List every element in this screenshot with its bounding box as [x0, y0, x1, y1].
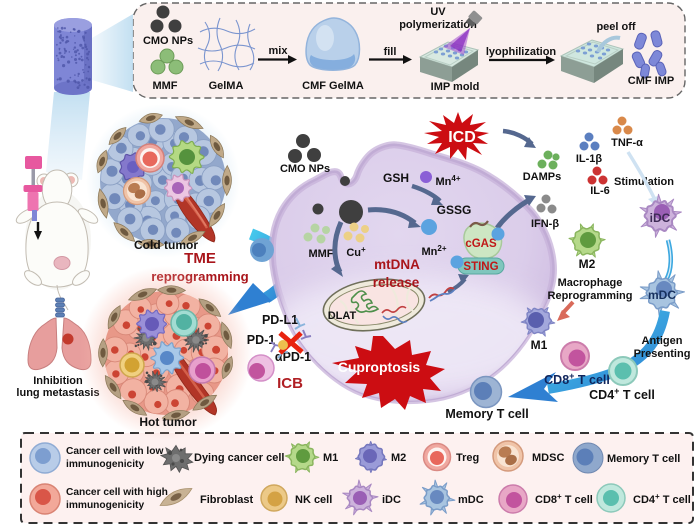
- svg-text:CD4+ T cell: CD4+ T cell: [633, 492, 691, 507]
- svg-text:CMO NPs: CMO NPs: [143, 35, 193, 47]
- svg-text:CMO NPs: CMO NPs: [280, 163, 330, 175]
- svg-text:Cuproptosis: Cuproptosis: [338, 359, 421, 375]
- svg-text:mtDNA: mtDNA: [374, 257, 420, 272]
- svg-text:Treg: Treg: [456, 452, 479, 464]
- svg-text:PD-1: PD-1: [247, 333, 276, 347]
- svg-text:polymerization: polymerization: [399, 19, 477, 31]
- svg-text:iDC: iDC: [650, 211, 671, 225]
- svg-text:IFN-β: IFN-β: [531, 218, 559, 230]
- svg-text:STING: STING: [463, 261, 498, 273]
- svg-text:PD-L1: PD-L1: [262, 313, 298, 327]
- svg-text:IL-6: IL-6: [590, 185, 610, 197]
- svg-text:CMF IMP: CMF IMP: [628, 75, 674, 87]
- svg-text:lyophilization: lyophilization: [486, 46, 557, 58]
- svg-text:M1: M1: [531, 338, 548, 352]
- svg-text:lung metastasis: lung metastasis: [16, 387, 99, 399]
- svg-text:Cancer cell with high: Cancer cell with high: [66, 487, 168, 498]
- svg-text:TME: TME: [184, 250, 216, 267]
- svg-text:αPD-1: αPD-1: [275, 350, 311, 364]
- svg-text:mDC: mDC: [648, 288, 676, 302]
- svg-text:Dying cancer cell: Dying cancer cell: [194, 452, 285, 464]
- svg-text:Cold tumor: Cold tumor: [134, 238, 198, 252]
- svg-text:ICD: ICD: [448, 129, 476, 146]
- svg-text:Reprogramming: Reprogramming: [548, 290, 633, 302]
- svg-text:fill: fill: [384, 46, 397, 58]
- svg-text:Hot tumor: Hot tumor: [139, 415, 197, 429]
- svg-text:cGAS: cGAS: [465, 238, 497, 250]
- svg-text:mix: mix: [269, 45, 289, 57]
- svg-text:iDC: iDC: [382, 494, 401, 506]
- svg-text:GSSG: GSSG: [437, 203, 472, 217]
- svg-text:CD4+ T cell: CD4+ T cell: [589, 386, 655, 402]
- svg-text:M1: M1: [323, 452, 338, 464]
- svg-text:Macrophage: Macrophage: [558, 277, 623, 289]
- svg-text:Memory T cell: Memory T cell: [445, 407, 528, 421]
- svg-text:DAMPs: DAMPs: [523, 171, 562, 183]
- svg-text:M2: M2: [579, 257, 596, 271]
- svg-text:release: release: [373, 275, 420, 290]
- svg-text:NK cell: NK cell: [295, 494, 332, 506]
- svg-text:Cancer cell with low: Cancer cell with low: [66, 446, 163, 457]
- svg-text:Fibroblast: Fibroblast: [200, 494, 254, 506]
- svg-text:DLAT: DLAT: [328, 310, 357, 322]
- svg-text:Memory T cell: Memory T cell: [607, 453, 680, 465]
- svg-text:ICB: ICB: [277, 375, 303, 392]
- svg-text:CD8+ T cell: CD8+ T cell: [535, 492, 593, 507]
- svg-text:TNF-α: TNF-α: [611, 137, 643, 149]
- svg-text:M2: M2: [391, 452, 406, 464]
- svg-text:CMF GelMA: CMF GelMA: [302, 80, 364, 92]
- svg-text:UV: UV: [430, 6, 446, 18]
- svg-text:CD8+ T cell: CD8+ T cell: [544, 371, 610, 387]
- svg-text:GSH: GSH: [383, 171, 409, 185]
- svg-text:MMF: MMF: [152, 80, 177, 92]
- svg-text:Presenting: Presenting: [634, 348, 691, 360]
- svg-text:GelMA: GelMA: [209, 80, 244, 92]
- svg-text:IL-1β: IL-1β: [576, 153, 603, 165]
- svg-text:Antigen: Antigen: [642, 335, 683, 347]
- svg-text:MMF: MMF: [308, 248, 333, 260]
- svg-text:Inhibition: Inhibition: [33, 375, 83, 387]
- svg-text:peel off: peel off: [596, 21, 635, 33]
- svg-text:MDSC: MDSC: [532, 452, 564, 464]
- svg-text:immunogenicity: immunogenicity: [66, 500, 144, 511]
- svg-text:IMP mold: IMP mold: [431, 81, 480, 93]
- svg-text:mDC: mDC: [458, 494, 484, 506]
- svg-text:immunogenicity: immunogenicity: [66, 459, 144, 470]
